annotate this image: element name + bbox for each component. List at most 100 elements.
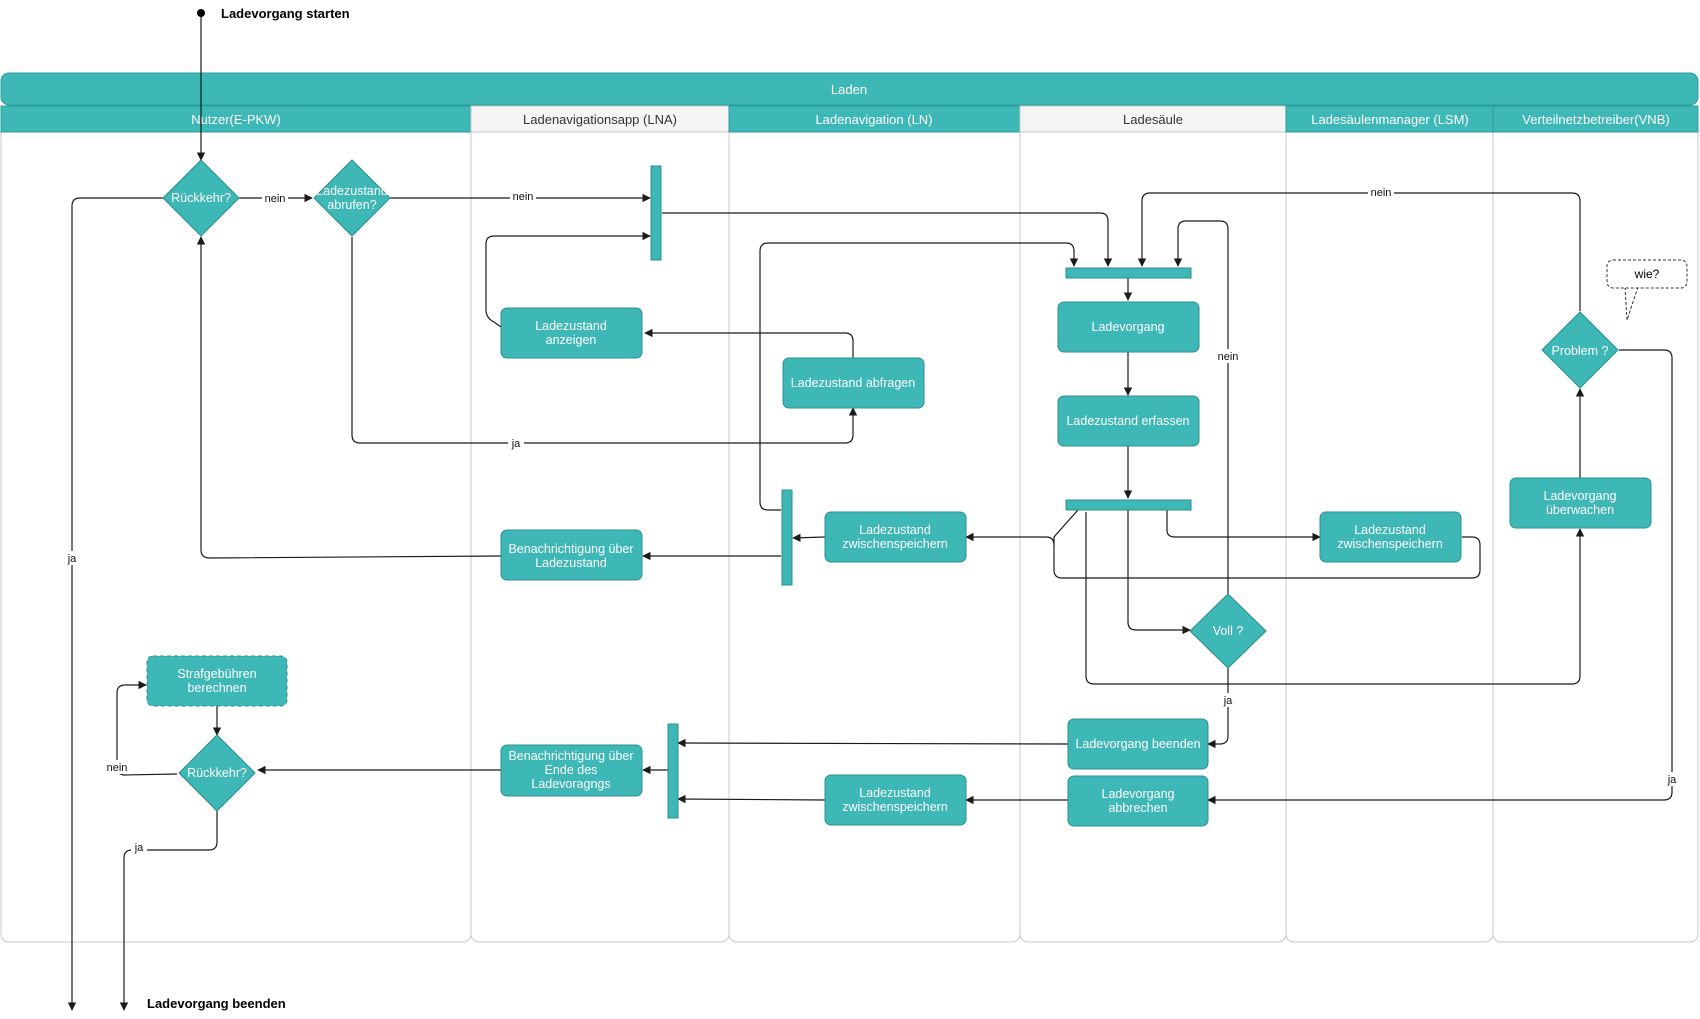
edge-fork2-to-ueberwachen [1085, 512, 1585, 685]
edge-fork-to-join [662, 212, 1113, 267]
start-label: Ladevorgang starten [221, 6, 350, 21]
decision-ladezustand-abrufen[interactable]: Ladezustand abrufen? [313, 159, 391, 237]
label-ja: ja [1667, 774, 1677, 786]
action-ladevorgang-abbrechen[interactable]: Ladevorgang abbrechen [1067, 775, 1209, 827]
edge-speichern2-to-bar3 [677, 794, 826, 804]
edges [67, 13, 1673, 1011]
node-text: abrufen? [327, 198, 376, 212]
terminal-end: Ladevorgang beenden [147, 996, 286, 1011]
lane-header [1019, 105, 1287, 133]
label-nein: nein [265, 193, 286, 205]
node-text: Ladezustand [535, 319, 607, 333]
note-text: wie? [1634, 267, 1660, 281]
action-benachrichtigung-ladezustand[interactable]: Benachrichtigung über Ladezustand [500, 529, 643, 581]
node-text: Ladevoragngs [531, 777, 610, 791]
edge-voll-nein-join [1173, 220, 1229, 596]
action-ladezustand-erfassen[interactable]: Ladezustand erfassen [1057, 395, 1200, 447]
action-ladevorgang-beenden[interactable]: Ladevorgang beenden [1067, 718, 1209, 770]
node-text: Ladevorgang [1544, 489, 1617, 503]
lane-body [470, 105, 730, 943]
node-text: Strafgebühren [177, 667, 256, 681]
lane-title: Ladenavigation (LN) [815, 112, 932, 127]
node-text: Ende des [545, 763, 598, 777]
node-text: Ladezustand [316, 184, 388, 198]
action-benachrichtigung-ende[interactable]: Benachrichtigung über Ende des Ladevorag… [500, 744, 643, 797]
node-text: Rückkehr? [171, 191, 231, 205]
edge-problem-ja-abbrechen [1207, 349, 1673, 805]
edge-benachrichtigung-to-rueckkehr [196, 236, 502, 559]
action-ladevorgang-ueberwachen[interactable]: Ladevorgang überwachen [1509, 477, 1652, 529]
edge-rueckkehr2-nein-straf [116, 680, 178, 776]
node-text: abbrechen [1108, 801, 1167, 815]
edge-labels: nein nein ja ja nein nein ja ja nein ja [64, 185, 1680, 854]
label-nein: nein [1371, 187, 1392, 199]
terminal-start: Ladevorgang starten [197, 6, 350, 21]
lane-lna: Ladenavigationsapp (LNA) [470, 105, 730, 943]
node-text: Benachrichtigung über [508, 542, 633, 556]
action-lsm-zwischenspeichern[interactable]: Ladezustand zwischenspeichern [1319, 511, 1462, 563]
action-ladezustand-anzeigen[interactable]: Ladezustand anzeigen [500, 307, 643, 359]
node-text: Benachrichtigung über [508, 749, 633, 763]
edge-voll-ja-beenden [1207, 666, 1229, 749]
lane-title: Nutzer(E-PKW) [191, 112, 281, 127]
node-text: berechnen [187, 681, 246, 695]
label-ja: ja [67, 553, 77, 565]
join-bar-saeule [1065, 267, 1192, 279]
node-text: Ladezustand [1354, 523, 1426, 537]
decision-problem[interactable]: Problem ? [1541, 311, 1619, 389]
node-text: Ladezustand erfassen [1066, 414, 1189, 428]
lane-title: Ladenavigationsapp (LNA) [523, 112, 677, 127]
label-nein: nein [107, 762, 128, 774]
decision-voll[interactable]: Voll ? [1189, 593, 1267, 669]
node-text: Ladevorgang [1102, 787, 1175, 801]
fork-bar-lna [650, 165, 662, 261]
action-ln-zwischenspeichern[interactable]: Ladezustand zwischenspeichern [824, 511, 967, 563]
label-nein: nein [1218, 351, 1239, 363]
edge-fork2-to-lsm-speichern [1166, 510, 1321, 542]
start-dot [197, 9, 205, 17]
lane-header [470, 105, 730, 133]
lane-title: Ladesäule [1123, 112, 1183, 127]
edge-to-ln-speichern [965, 532, 1055, 546]
lane-title: Ladesäulenmanager (LSM) [1311, 112, 1469, 127]
edge-rueckkehr-ja-exit [67, 197, 163, 1011]
node-text: zwischenspeichern [842, 800, 948, 814]
label-ja: ja [511, 438, 521, 450]
node-text: überwachen [1546, 503, 1614, 517]
node-text: Ladezustand [859, 523, 931, 537]
node-text: zwischenspeichern [1337, 537, 1443, 551]
lane-header [1492, 105, 1699, 133]
edge-fork2-to-ln-speichern [1053, 500, 1481, 579]
label-ja: ja [1223, 695, 1233, 707]
node-text: Voll ? [1213, 624, 1244, 638]
lane-title: Verteilnetzbetreiber(VNB) [1522, 112, 1669, 127]
pool-title: Laden [831, 82, 867, 97]
action-ladevorgang[interactable]: Ladevorgang [1057, 301, 1200, 353]
edge-anzeigen-to-fork [485, 231, 651, 328]
node-text: Ladezustand [535, 556, 607, 570]
pool-header [0, 72, 1699, 106]
action-strafgebuehren-berechnen[interactable]: Strafgebühren berechnen [146, 655, 288, 707]
end-label: Ladevorgang beenden [147, 996, 286, 1011]
node-text: Ladevorgang [1092, 320, 1165, 334]
edge-lnbar-to-join [759, 242, 1079, 511]
label-ja: ja [134, 842, 144, 854]
node-text: Problem ? [1552, 344, 1609, 358]
note-box [1606, 259, 1688, 289]
node-text: Rückkehr? [187, 766, 247, 780]
edge-abrufen-ja-abfragen [351, 237, 858, 444]
edge-problem-nein-join [1137, 192, 1581, 311]
edge-abfragen-to-anzeigen [644, 328, 854, 358]
node-text: Ladevorgang beenden [1075, 737, 1200, 751]
node-text: anzeigen [546, 333, 597, 347]
decision-rueckkehr[interactable]: Rückkehr? [162, 159, 240, 237]
pool: Laden [0, 72, 1699, 106]
fork-bar-saeule [1065, 499, 1192, 511]
edge-rueckkehr2-ja-end [119, 811, 218, 1011]
decision-rueckkehr-2[interactable]: Rückkehr? [178, 734, 256, 812]
sync-bar-ln [781, 489, 793, 586]
sync-bar-lna-end [667, 723, 679, 819]
sync-bars [650, 165, 1192, 819]
action-ln-zwischenspeichern-2[interactable]: Ladezustand zwischenspeichern [824, 774, 967, 826]
action-ladezustand-abfragen[interactable]: Ladezustand abfragen [782, 357, 925, 409]
